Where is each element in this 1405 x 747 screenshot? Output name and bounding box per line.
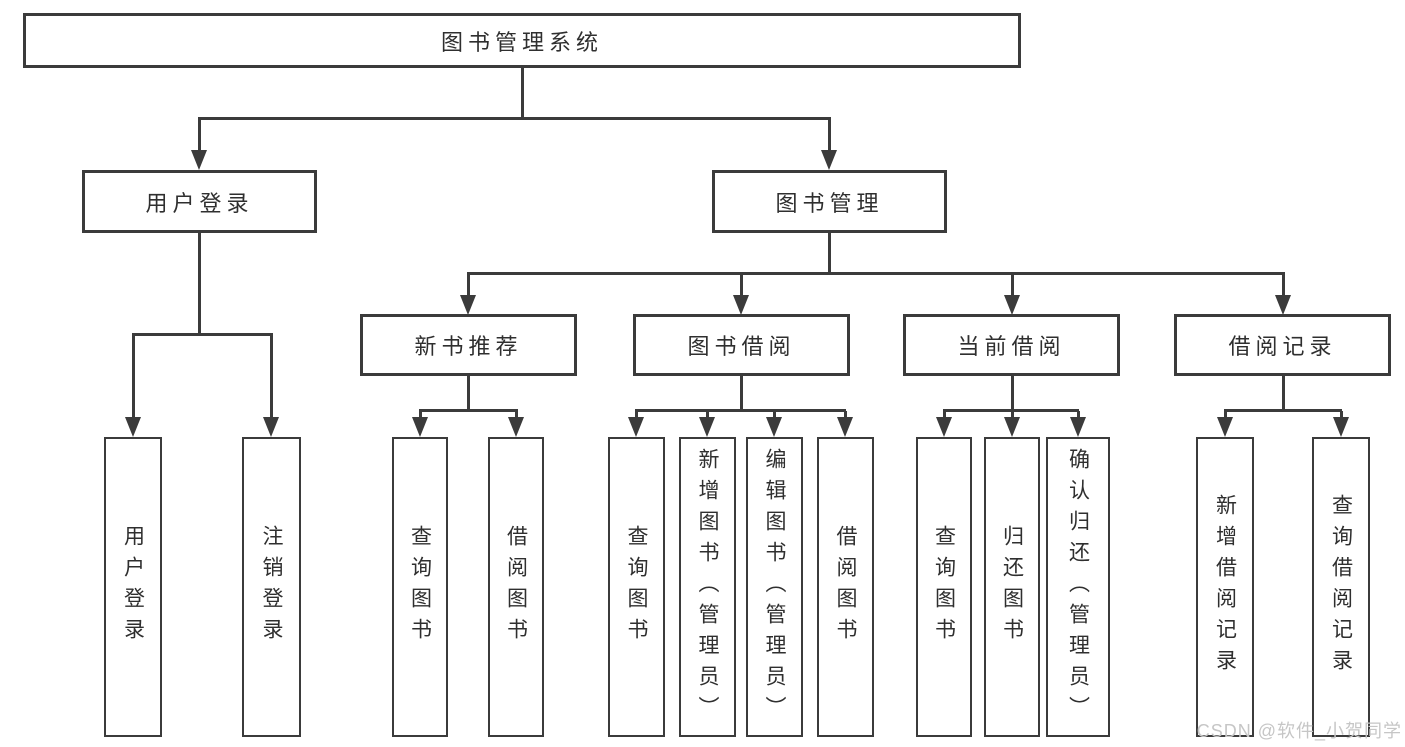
connector-segment	[943, 411, 946, 419]
connector-segment	[419, 411, 422, 419]
connector-arrowhead	[733, 295, 749, 315]
connector-segment	[467, 375, 470, 411]
leaf-borrow-book-recommend: 借阅图书	[488, 437, 544, 737]
leaf-edit-book-admin: 编辑图书（管理员）	[746, 437, 803, 737]
connector-arrowhead	[125, 417, 141, 437]
connector-segment	[198, 119, 201, 152]
leaf-user-login: 用户登录	[104, 437, 162, 737]
connector-arrowhead	[412, 417, 428, 437]
connector-segment	[132, 335, 135, 419]
connector-segment	[635, 411, 638, 419]
leaf-return-book: 归还图书	[984, 437, 1040, 737]
leaf-query-book-current: 查询图书	[916, 437, 972, 737]
connector-segment	[1011, 411, 1014, 419]
connector-arrowhead	[699, 417, 715, 437]
connector-arrowhead	[460, 295, 476, 315]
connector-arrowhead	[1070, 417, 1086, 437]
connector-arrowhead	[837, 417, 853, 437]
connector-arrowhead	[628, 417, 644, 437]
connector-segment	[270, 335, 273, 419]
connector-segment	[132, 333, 273, 336]
connector-segment	[773, 411, 776, 419]
node-current-borrow: 当前借阅	[903, 314, 1120, 376]
connector-segment	[1077, 411, 1080, 419]
connector-segment	[515, 411, 518, 419]
connector-arrowhead	[1275, 295, 1291, 315]
connector-arrowhead	[1004, 417, 1020, 437]
connector-segment	[828, 119, 831, 152]
connector-segment	[467, 274, 470, 296]
connector-arrowhead	[508, 417, 524, 437]
connector-segment	[419, 409, 518, 412]
connector-arrowhead	[263, 417, 279, 437]
connector-segment	[1011, 274, 1014, 296]
connector-arrowhead	[936, 417, 952, 437]
connector-segment	[1282, 375, 1285, 411]
connector-arrowhead	[766, 417, 782, 437]
leaf-add-book-admin: 新增图书（管理员）	[679, 437, 736, 737]
connector-arrowhead	[1004, 295, 1020, 315]
connector-segment	[1224, 411, 1227, 419]
leaf-borrow-book: 借阅图书	[817, 437, 874, 737]
connector-segment	[1282, 274, 1285, 296]
node-library-system: 图书管理系统	[23, 13, 1021, 68]
connector-arrowhead	[821, 150, 837, 170]
connector-segment	[706, 411, 709, 419]
leaf-confirm-return-admin: 确认归还（管理员）	[1046, 437, 1110, 737]
connector-segment	[740, 274, 743, 296]
node-book-borrow: 图书借阅	[633, 314, 850, 376]
connector-segment	[1340, 411, 1343, 419]
connector-arrowhead	[1217, 417, 1233, 437]
node-book-management: 图书管理	[712, 170, 947, 233]
connector-segment	[635, 409, 846, 412]
node-borrow-records: 借阅记录	[1174, 314, 1391, 376]
leaf-add-borrow-record: 新增借阅记录	[1196, 437, 1254, 737]
connector-segment	[1011, 375, 1014, 411]
connector-segment	[198, 232, 201, 335]
connector-segment	[943, 409, 1079, 412]
connector-arrowhead	[1333, 417, 1349, 437]
connector-segment	[521, 66, 524, 120]
watermark: CSDN @软件_小贺同学	[1196, 721, 1402, 741]
leaf-query-book-borrow: 查询图书	[608, 437, 665, 737]
connector-segment	[1224, 409, 1342, 412]
node-new-book-recommend: 新书推荐	[360, 314, 577, 376]
connector-segment	[828, 232, 831, 274]
connector-segment	[467, 272, 1285, 275]
node-user-login: 用户登录	[82, 170, 317, 233]
connector-segment	[740, 375, 743, 411]
leaf-query-book-recommend: 查询图书	[392, 437, 448, 737]
connector-segment	[198, 117, 831, 120]
connector-arrowhead	[191, 150, 207, 170]
leaf-query-borrow-record: 查询借阅记录	[1312, 437, 1370, 737]
connector-segment	[844, 411, 847, 419]
leaf-logout: 注销登录	[242, 437, 301, 737]
